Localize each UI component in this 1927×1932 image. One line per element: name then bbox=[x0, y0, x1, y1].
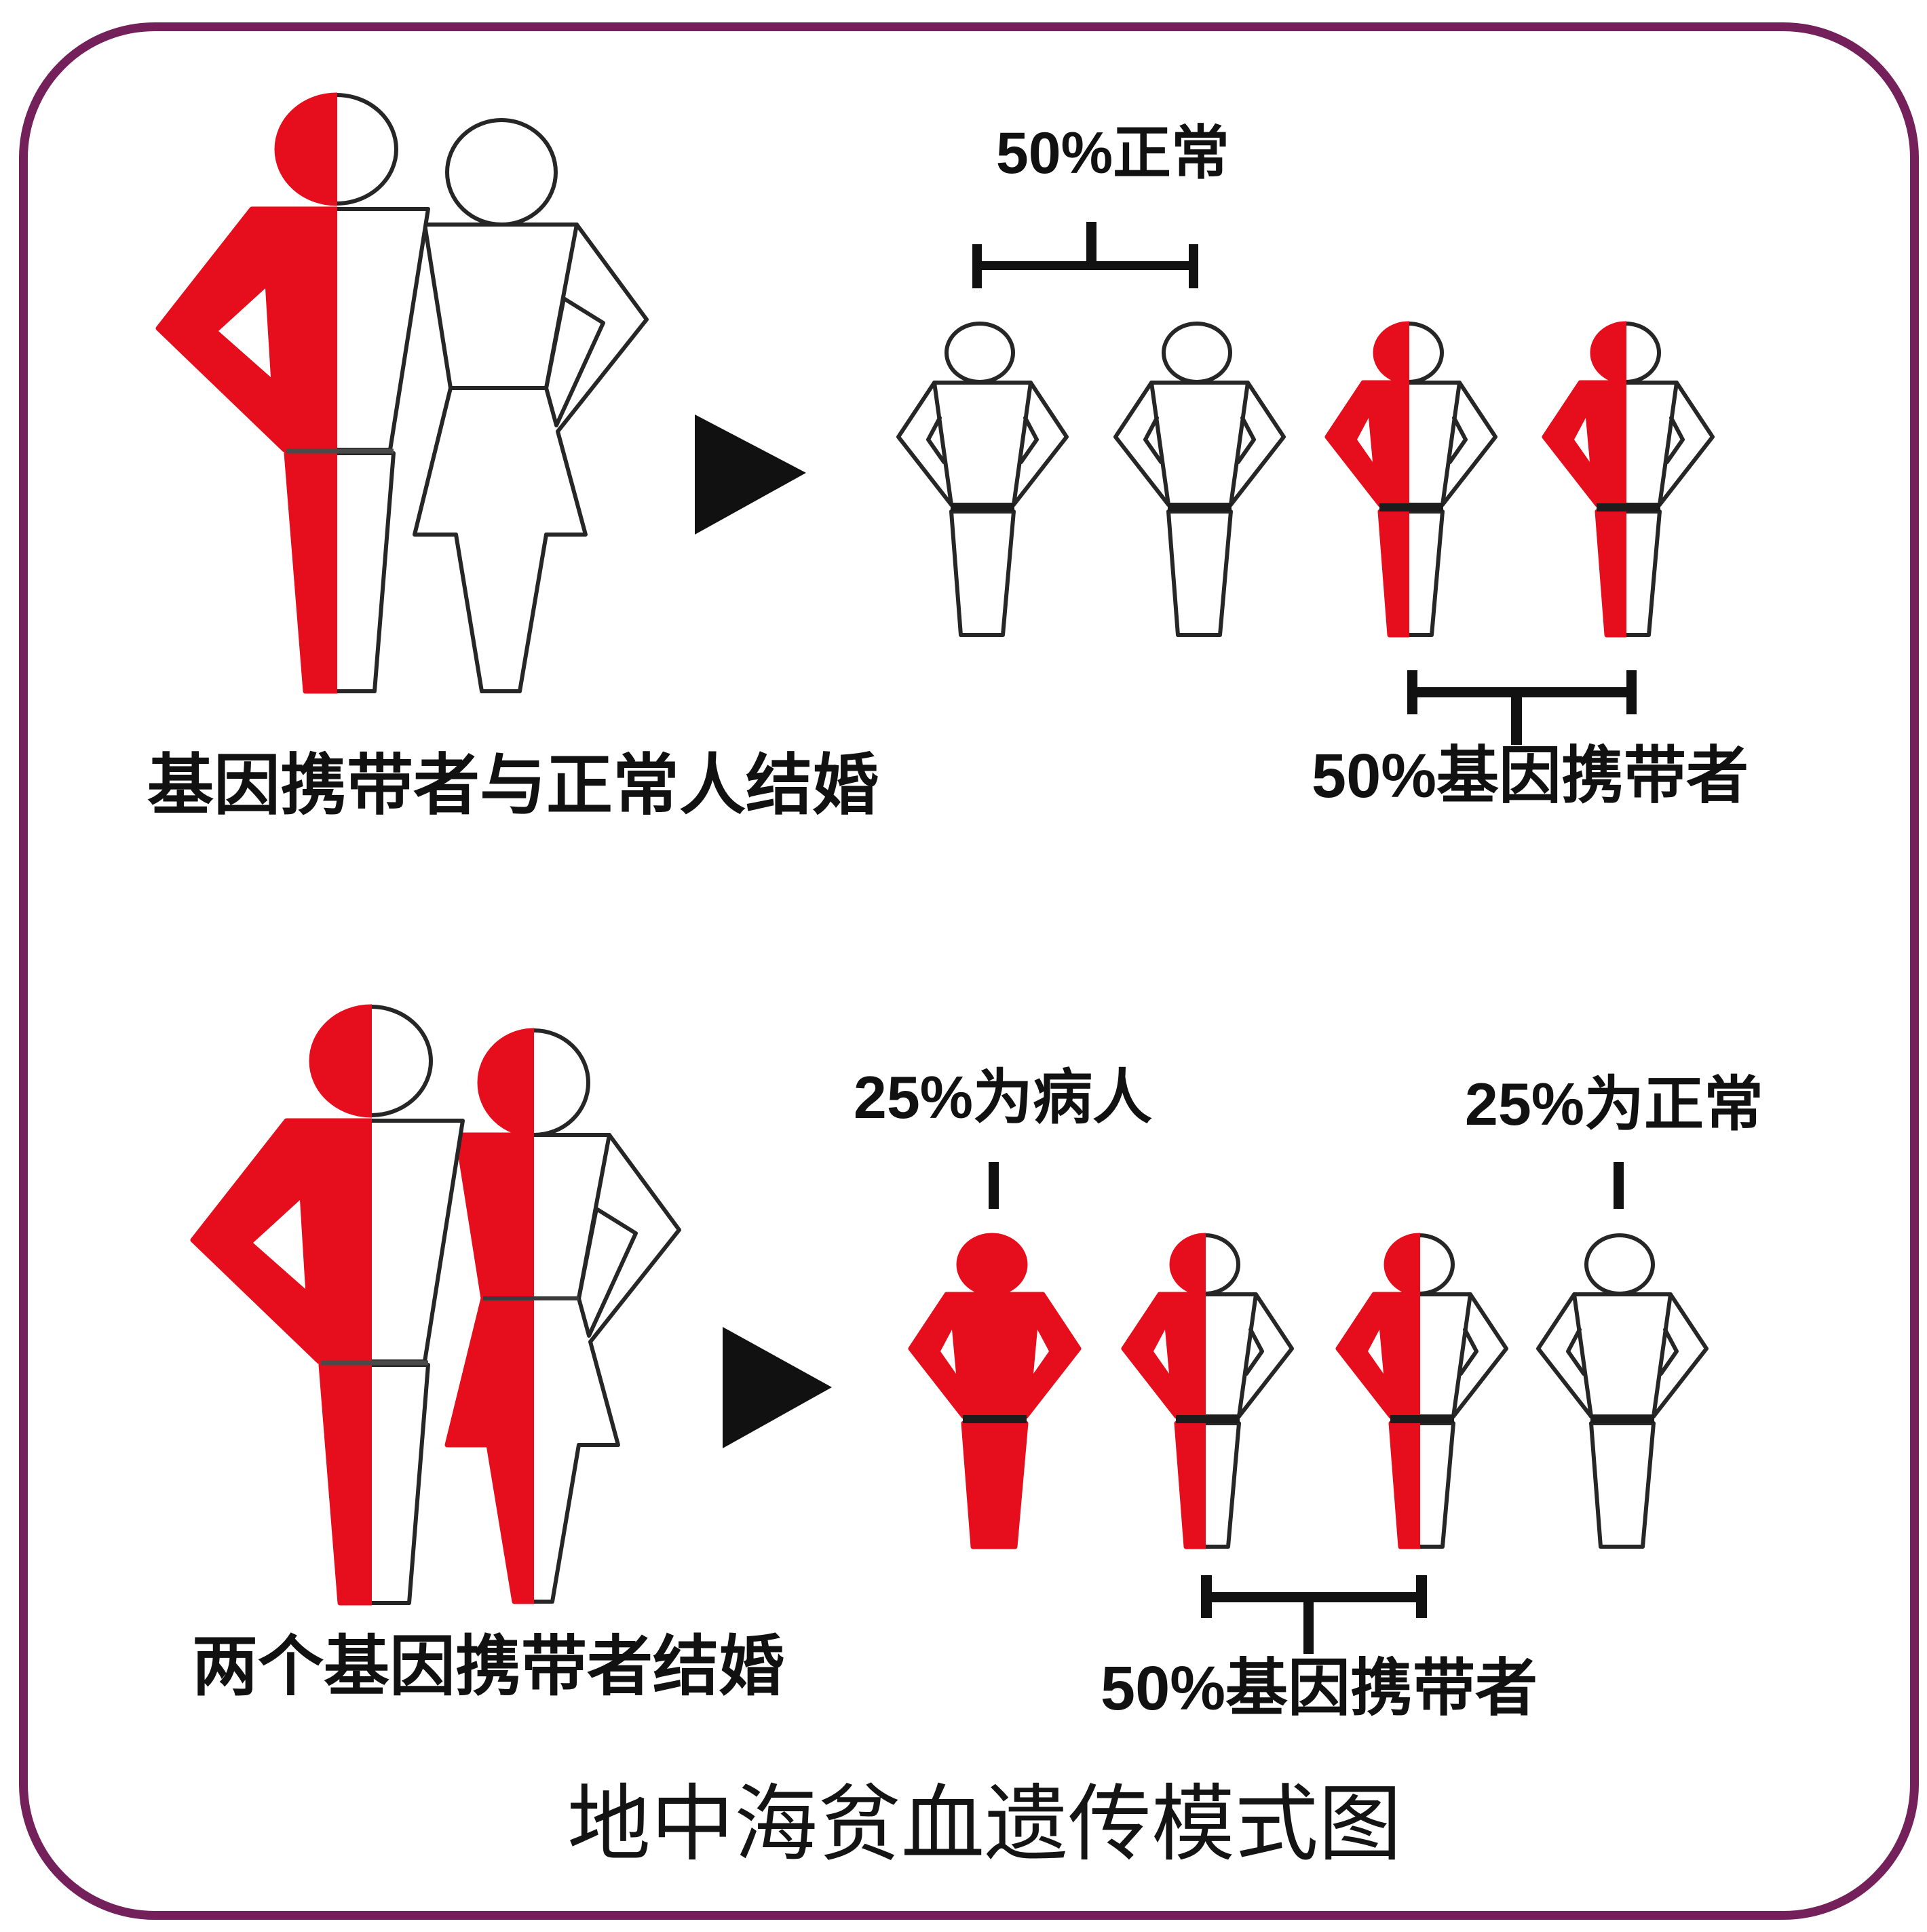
scenario-2-normal-pointer bbox=[1614, 1162, 1624, 1209]
scenario-1-child-2 bbox=[1115, 324, 1284, 635]
scenario-2-child-2 bbox=[1124, 1235, 1292, 1547]
scenario-2-affected-label: 25%为病人 bbox=[853, 1064, 1153, 1131]
scenario-1-child-1 bbox=[898, 324, 1067, 635]
scenario-1-normal-bracket bbox=[972, 222, 1198, 288]
scenario-2-affected-pointer bbox=[989, 1162, 999, 1209]
scenario-2-carrier-label: 50%基因携带者 bbox=[1100, 1654, 1538, 1723]
scenario-1-normal-label: 50%正常 bbox=[995, 121, 1230, 186]
rounded-frame-border bbox=[19, 22, 1919, 1920]
scenario-2-children bbox=[911, 1235, 1706, 1547]
arrow-right-icon bbox=[695, 414, 806, 535]
arrow-right-icon bbox=[723, 1327, 832, 1448]
scenario-1-mother bbox=[415, 120, 647, 691]
scenario-2-carrier-bracket bbox=[1201, 1575, 1427, 1654]
scenario-1-father bbox=[158, 95, 428, 691]
scenario-2-child-4 bbox=[1538, 1235, 1706, 1547]
scenario-2-father bbox=[193, 1007, 463, 1603]
scenario-2-caption: 两个基因携带者结婚 bbox=[192, 1629, 784, 1703]
scenario-2-child-1 bbox=[911, 1235, 1079, 1547]
scenario-2-child-3 bbox=[1338, 1235, 1506, 1547]
scenario-2-mother bbox=[447, 1030, 679, 1602]
scenario-1-child-4 bbox=[1544, 324, 1713, 635]
scenario-1-caption: 基因携带者与正常人结婚 bbox=[147, 748, 879, 822]
scenario-2-parents bbox=[193, 1007, 679, 1603]
scenario-1-carrier-label: 50%基因携带者 bbox=[1311, 741, 1749, 811]
scenario-2-normal-label: 25%为正常 bbox=[1464, 1070, 1764, 1138]
diagram-title: 地中海贫血遗传模式图 bbox=[567, 1776, 1402, 1873]
scenario-1-carrier-bracket bbox=[1407, 670, 1637, 745]
scenario-1-child-3 bbox=[1327, 324, 1495, 635]
scenario-1-parents bbox=[158, 95, 647, 691]
scenario-1-children bbox=[898, 324, 1713, 635]
